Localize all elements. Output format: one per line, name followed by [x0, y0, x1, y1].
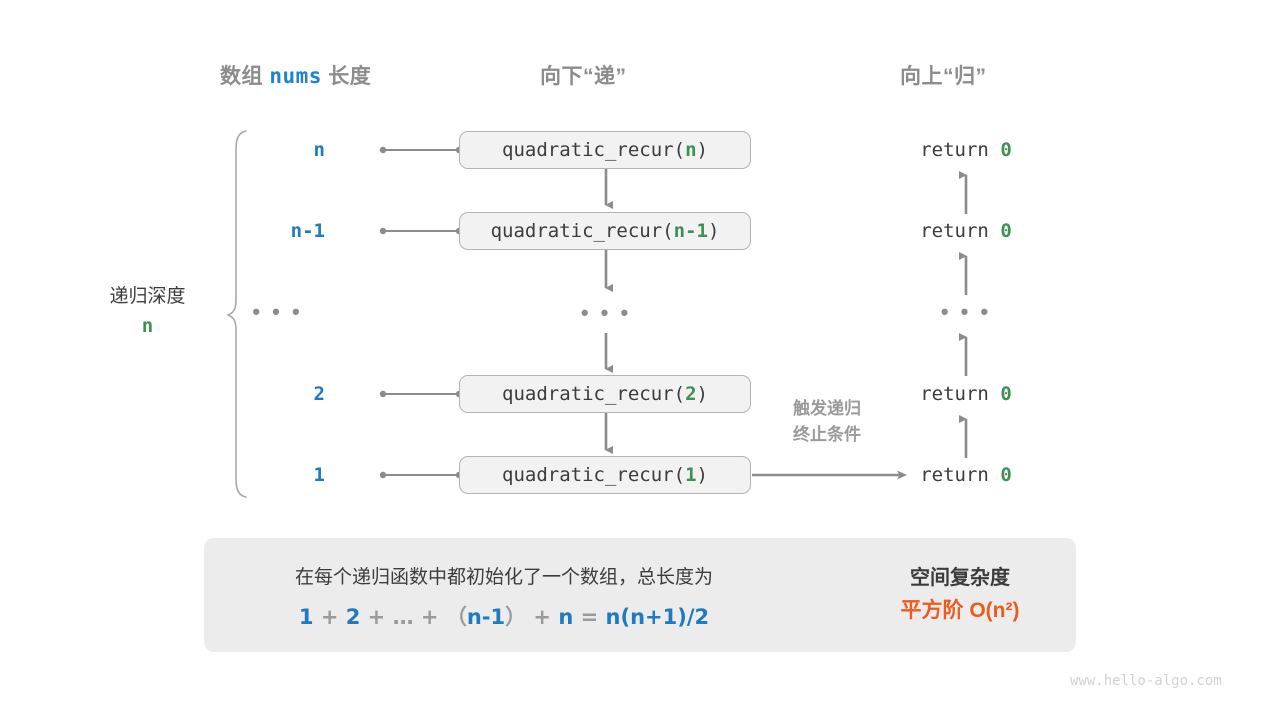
formula-op-2: + [367, 605, 386, 629]
complexity-value: 平方阶 O(n²) [900, 599, 1020, 622]
size-label-row-3: 2 [313, 383, 325, 405]
header-array-suffix: 长度 [328, 65, 372, 88]
return-keyword: return [920, 220, 1001, 242]
formula-term-2: 2 [345, 605, 361, 629]
call-box-row-1[interactable]: quadratic_recur(n-1) [459, 212, 751, 250]
header-recurse-down: 向下“递” [540, 65, 627, 88]
call-box-suffix: ) [707, 220, 720, 242]
header-return-up: 向上“归” [900, 65, 987, 88]
return-value: 0 [1000, 139, 1012, 161]
call-box-arg: n [685, 139, 697, 161]
base-case-note-line2: 终止条件 [793, 425, 861, 445]
call-box-suffix: ) [696, 383, 708, 405]
size-label-row-4: 1 [313, 464, 325, 486]
header-array-prefix: 数组 [220, 65, 263, 88]
call-box-prefix: quadratic_recur( [502, 139, 686, 161]
return-value: 0 [1000, 464, 1012, 486]
leader-dots [379, 146, 463, 479]
formula-term-5: n [558, 605, 574, 629]
call-box-row-4[interactable]: quadratic_recur(1) [459, 456, 751, 494]
complexity-title: 空间复杂度 [910, 567, 1010, 589]
formula-term-4: n-1 [466, 605, 506, 629]
header-array-length: 数组 nums 长度 [220, 60, 371, 90]
size-label-row-0: n [313, 139, 325, 161]
base-case-note-line1: 触发递归 [793, 399, 861, 418]
call-box-row-3[interactable]: quadratic_recur(2) [459, 375, 751, 413]
complexity-block: 空间复杂度 平方阶 O(n²) [850, 562, 1070, 628]
formula-op-1: + [320, 605, 339, 629]
return-keyword: return [920, 464, 1001, 486]
formula-term-1: 1 [298, 605, 314, 629]
recursion-depth-value: n [141, 314, 154, 337]
call-box-row-0[interactable]: quadratic_recur(n) [459, 131, 751, 169]
return-label-row-3: return 0 [886, 383, 1046, 405]
formula-equals: = [580, 605, 599, 629]
call-box-suffix: ) [696, 464, 708, 486]
summary-panel [204, 538, 1076, 652]
recursion-depth-label: 递归深度 n [90, 283, 205, 340]
base-case-note: 触发递归 终止条件 [762, 396, 892, 449]
return-label-row-0: return 0 [886, 139, 1046, 161]
formula-op-4: + [533, 605, 552, 629]
header-array-code: nums [269, 64, 322, 88]
call-box-prefix: quadratic_recur( [502, 464, 686, 486]
return-keyword: return [920, 139, 1001, 161]
return-value: 0 [1000, 383, 1012, 405]
return-label-row-1: return 0 [886, 220, 1046, 242]
summary-formula: 1 + 2 + … + （n-1） + n = n(n+1)/2 [204, 601, 804, 631]
formula-op-3: + [420, 605, 439, 629]
return-label-row-2-ellipsis: • • • [940, 299, 992, 324]
return-keyword: return [920, 383, 1001, 405]
call-box-prefix: quadratic_recur( [502, 383, 686, 405]
watermark: www.hello-algo.com [1070, 673, 1222, 689]
call-box-arg: 1 [685, 464, 697, 486]
call-box-arg: n-1 [673, 220, 708, 242]
return-label-row-4: return 0 [886, 464, 1046, 486]
size-label-row-1: n-1 [290, 220, 325, 242]
recursion-depth-title: 递归深度 [109, 286, 186, 307]
return-value: 0 [1000, 220, 1012, 242]
call-box-prefix: quadratic_recur( [490, 220, 674, 242]
formula-result: n(n+1)/2 [605, 605, 710, 629]
call-box-suffix: ) [696, 139, 708, 161]
formula-left-paren: （ [445, 605, 467, 629]
formula-right-paren: ） [505, 605, 527, 629]
formula-ellipsis: … [392, 605, 414, 629]
leader-lines [383, 149, 459, 476]
size-label-row-2-ellipsis: • • • [252, 299, 303, 324]
call-box-arg: 2 [685, 383, 697, 405]
summary-description: 在每个递归函数中都初始化了一个数组，总长度为 [294, 567, 713, 588]
call-box-row-2-ellipsis: • • • [580, 300, 632, 325]
